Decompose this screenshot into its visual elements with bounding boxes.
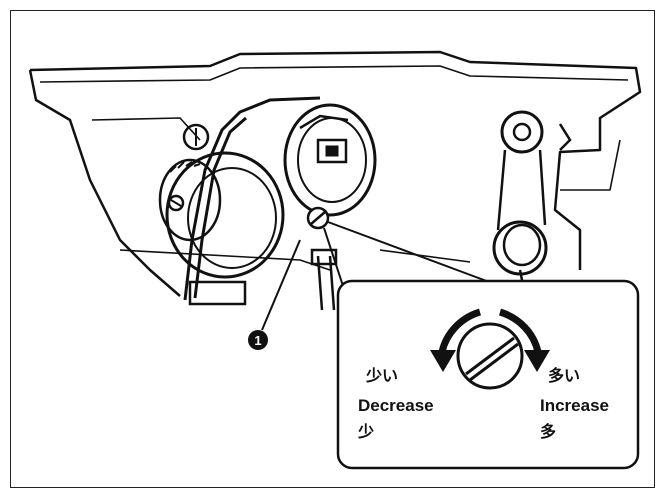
adjustment-screw bbox=[306, 206, 330, 230]
tension-dial bbox=[158, 123, 285, 279]
increase-label-cn: 多 bbox=[540, 422, 557, 441]
decrease-arrow-icon bbox=[430, 308, 482, 372]
marker-1-badge bbox=[248, 330, 268, 350]
decrease-label-cn: 少 bbox=[358, 422, 375, 441]
decrease-label-jp: 少い bbox=[366, 366, 399, 385]
thread-guide-wire bbox=[183, 96, 321, 306]
increase-label-en: Increase bbox=[540, 396, 609, 415]
callout-pointer bbox=[323, 221, 501, 293]
increase-arrow-icon bbox=[498, 308, 550, 372]
decrease-label-en: Decrease bbox=[358, 396, 434, 415]
marker-1-number: 1 bbox=[254, 333, 261, 348]
right-lever bbox=[492, 110, 572, 291]
callout-screw-icon bbox=[456, 322, 524, 390]
rotary-hook bbox=[283, 103, 377, 217]
oil-pipe bbox=[310, 248, 338, 311]
increase-label-jp: 多い bbox=[548, 366, 581, 385]
marker-leader-line bbox=[261, 239, 301, 331]
